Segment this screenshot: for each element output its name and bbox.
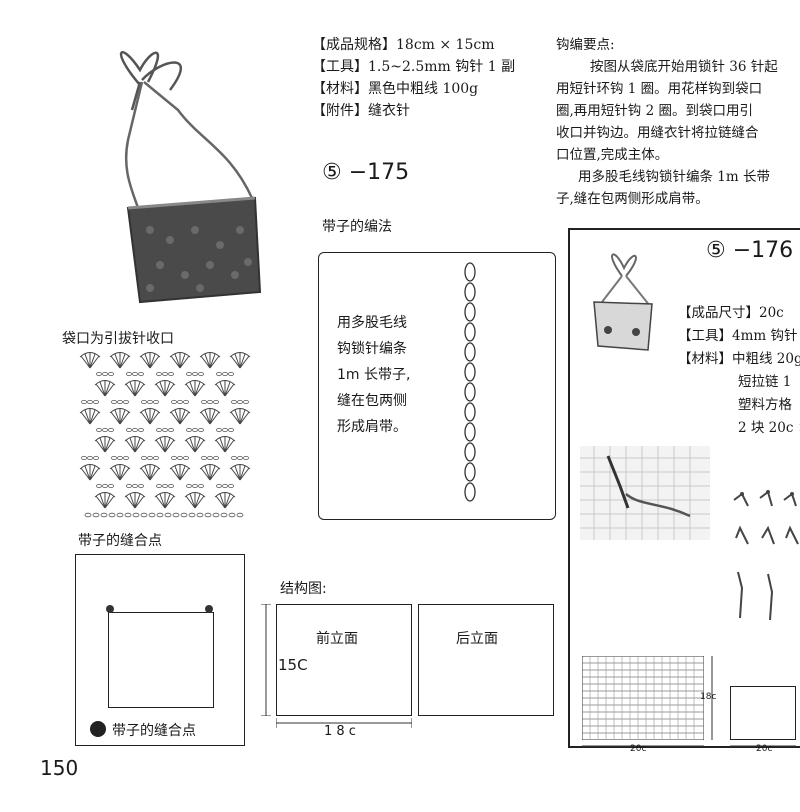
pattern-number: ⑤ −175: [322, 160, 410, 185]
front-panel-label: 前立面: [316, 631, 358, 647]
back-panel-label: 后立面: [456, 631, 498, 647]
next-pattern-specs: 【成品尺寸】20c 【工具】4mm 钩针 【材料】中粗线 20g 短拉链 1 塑…: [678, 302, 800, 442]
bag-illustration: [120, 50, 262, 304]
key-points-title: 钩编要点:: [556, 37, 615, 53]
strap-sew-points-box: [75, 554, 245, 746]
grid-width-label: 20c: [630, 744, 647, 754]
next-pattern-panel: [568, 228, 800, 748]
strap-sew-points-title: 带子的缝合点: [78, 533, 162, 549]
page-number: 150: [40, 756, 79, 780]
next-spec-size: 【成品尺寸】20c: [678, 305, 784, 321]
key-points-line-2: 用短针环钩 1 圈。用花样钩到袋口: [556, 81, 763, 97]
panel-width-line: [730, 745, 796, 747]
strap-method-title: 带子的编法: [322, 219, 392, 235]
structure-title: 结构图:: [280, 581, 327, 597]
chain-stitch-diagram: [464, 262, 476, 502]
strap-method-box: [318, 252, 556, 520]
next-spec-material: 【材料】中粗线 20g: [678, 351, 800, 367]
height-dimension-line: [261, 604, 271, 716]
spec-size: 【成品规格】18cm × 15cm: [312, 37, 495, 53]
width-dimension-line: [276, 718, 412, 728]
stitch-steps-diagram: [733, 490, 799, 621]
key-points-line-1: 按图从袋底开始用锁针 36 针起: [590, 59, 778, 75]
next-spec-zipper: 短拉链 1: [738, 374, 792, 390]
bag-opening-label: 袋口为引拔针收口: [62, 331, 174, 347]
next-spec-plastic: 塑料方格: [738, 397, 792, 413]
key-points-line-6: 用多股毛线钩锁针编条 1m 长带: [578, 169, 770, 185]
key-points-line-3: 圈,再用短针钩 2 圈。到袋口用引: [556, 103, 753, 119]
legend-dot-icon: [90, 721, 106, 737]
next-spec-pieces: 2 块 20c ×: [738, 420, 800, 436]
key-points-column: 钩编要点: 按图从袋底开始用锁针 36 针起 用短针环钩 1 圈。用花样钩到袋口…: [556, 34, 800, 214]
front-panel: [276, 604, 412, 716]
next-pattern-panel-outline: [730, 686, 796, 740]
back-panel: [418, 604, 554, 716]
bag-outline: [108, 612, 214, 708]
key-points-line-7: 子,缝在包两侧形成肩带。: [556, 191, 709, 207]
strap-sew-points-legend: 带子的缝合点: [112, 723, 196, 739]
stitch-chart: [79, 352, 251, 518]
grid-height-label: 18c: [700, 692, 717, 702]
width-dimension-label: 1 8 c: [324, 724, 356, 739]
sew-point-left: [106, 605, 114, 613]
spec-list: 【成品规格】18cm × 15cm 【工具】1.5~2.5mm 钩针 1 副 【…: [312, 34, 515, 122]
strap-method-text: 用多股毛线 钩锁针编条 1m 长带子, 缝在包两侧 形成肩带。: [337, 315, 411, 435]
next-spec-tool: 【工具】4mm 钩针: [678, 328, 798, 344]
grid-width-line: [582, 745, 704, 747]
spec-accessory: 【附件】缝衣针: [312, 103, 410, 119]
next-pattern-number: ⑤ −176: [706, 238, 794, 263]
grid-height-line: [711, 656, 713, 740]
key-points-line-4: 收口并钩边。用缝衣针将拉链缝合: [556, 125, 759, 141]
sew-point-right: [205, 605, 213, 613]
next-bag-illustration: [593, 253, 653, 351]
spec-tool: 【工具】1.5~2.5mm 钩针 1 副: [312, 59, 516, 75]
crochet-photo: [580, 446, 710, 540]
stitch-grid-chart: [582, 656, 704, 740]
key-points-line-5: 口位置,完成主体。: [556, 147, 669, 163]
panel-width-label: 20c: [756, 744, 773, 754]
spec-material: 【材料】黑色中粗线 100g: [312, 81, 479, 97]
height-dimension-label: 15C: [278, 656, 308, 674]
